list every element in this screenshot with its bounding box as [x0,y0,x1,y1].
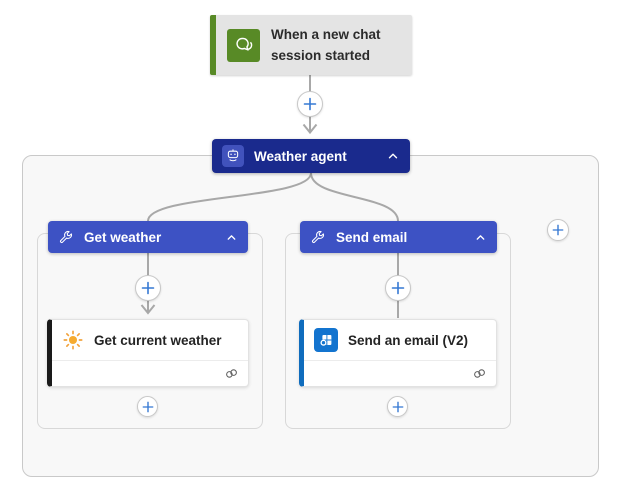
linked-rings-icon[interactable] [472,366,487,381]
add-action-button[interactable] [137,396,158,417]
action-card-footer [304,360,496,386]
plus-icon [391,281,405,295]
add-action-button[interactable] [387,396,408,417]
action-node-send-an-email-v2[interactable]: Send an email (V2) [299,319,497,387]
insert-action-button[interactable] [385,275,411,301]
plus-icon [141,281,155,295]
action-title: Send an email (V2) [348,332,469,348]
branch-label: Get weather [84,229,162,245]
branch-node-get-weather[interactable]: Get weather [48,221,248,253]
collapse-agent-button[interactable] [386,149,400,163]
branch-node-send-email[interactable]: Send email [300,221,497,253]
linked-rings-icon[interactable] [224,366,239,381]
agent-node-weather-agent[interactable]: Weather agent [212,139,410,173]
plus-icon [552,224,564,236]
plus-icon [303,97,317,111]
agent-label: Weather agent [254,148,347,164]
collapse-branch-button[interactable] [225,231,238,244]
chevron-up-icon [227,234,236,240]
outlook-icon [314,328,338,352]
insert-action-button[interactable] [297,91,323,117]
action-node-get-current-weather[interactable]: Get current weather [47,319,249,387]
insert-action-button[interactable] [135,275,161,301]
add-branch-button[interactable] [547,219,569,241]
trigger-title: When a new chat session started [271,27,381,63]
chat-bubbles-icon [227,28,260,62]
sun-icon [62,329,84,351]
action-card-footer [52,360,248,386]
trigger-node-when-new-chat-session-started[interactable]: When a new chat session started [210,15,412,75]
branch-label: Send email [336,229,408,245]
action-title: Get current weather [94,332,222,348]
chevron-up-icon [476,234,485,240]
plus-icon [142,401,153,412]
robot-icon [222,145,244,167]
wrench-icon [58,229,74,245]
wrench-icon [310,229,326,245]
plus-icon [392,401,403,412]
collapse-branch-button[interactable] [474,231,487,244]
action-card-main: Get current weather [52,320,248,360]
chevron-up-icon [388,153,398,159]
action-card-main: Send an email (V2) [304,320,496,360]
